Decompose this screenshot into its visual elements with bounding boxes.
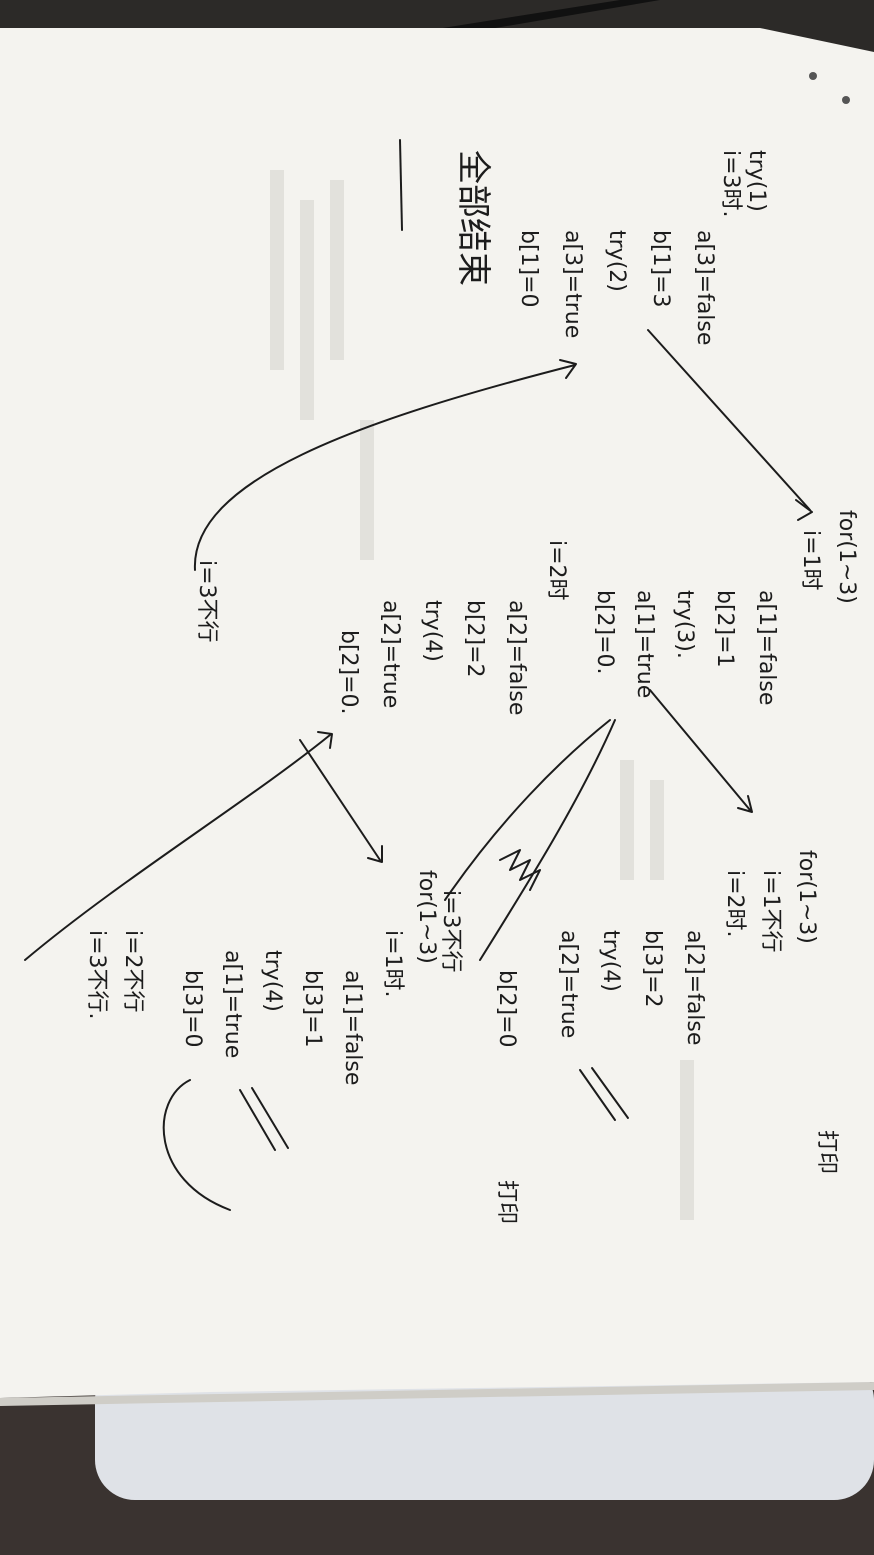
double-arrow-print-col4 xyxy=(239,1087,289,1151)
col4-line7: b[3]=0 xyxy=(180,970,205,1048)
arrow-zigzag xyxy=(499,849,541,891)
punch-hole xyxy=(842,96,850,104)
col2-line5: try(3). xyxy=(672,590,697,659)
col1-line4: b[1]=3 xyxy=(648,230,673,308)
arrow-back-to-col2-a xyxy=(444,719,611,901)
col3-line6: try(4) xyxy=(598,930,623,992)
col4-print: 打印 xyxy=(494,1180,519,1224)
arrow-head xyxy=(367,845,383,863)
punch-hole xyxy=(809,72,817,80)
col2-line13: b[2]=0. xyxy=(336,630,361,715)
col2-line8: i=2时 xyxy=(544,540,569,601)
col4-line1: for(1~3) xyxy=(414,870,439,964)
arrow-back-to-col2-b xyxy=(479,719,616,961)
col2-line9: a[2]=false xyxy=(504,600,529,715)
col2-line7: b[2]=0. xyxy=(592,590,617,675)
arrow-try3-to-for xyxy=(649,689,751,811)
col3-line5: b[3]=2 xyxy=(640,930,665,1008)
arrow-try4-to-for xyxy=(299,739,381,861)
col4-line4: b[3]=1 xyxy=(300,970,325,1048)
col2-line12: a[2]=true xyxy=(378,600,403,708)
arrow-head xyxy=(795,499,813,521)
col1-line1: try(1) xyxy=(744,150,769,212)
arrow-head xyxy=(317,731,333,749)
bleed-through-text xyxy=(270,170,694,1220)
col3-print: 打印 xyxy=(814,1130,839,1174)
col4-line6: a[1]=true xyxy=(220,950,245,1058)
col4-line5: try(4) xyxy=(260,950,285,1012)
arrow-try2-to-for xyxy=(647,329,811,511)
col3-side-note: i=3不行 xyxy=(438,890,463,973)
paper-sheet xyxy=(0,28,874,1398)
double-arrow-print-col3 xyxy=(579,1067,629,1121)
col1-line2: i=3时. xyxy=(718,150,743,218)
divider-stroke xyxy=(399,139,403,231)
col4-line2: i=1时. xyxy=(380,930,405,998)
col4-line8: i=2不行 xyxy=(120,930,145,1013)
col1-line7: b[1]=0 xyxy=(516,230,541,308)
col2-line2: i=1时 xyxy=(798,530,823,591)
pen xyxy=(430,0,660,34)
arrow-head xyxy=(737,795,753,813)
col4-line9: i=3不行. xyxy=(84,930,109,1020)
col3-line8: b[2]=0 xyxy=(494,970,519,1048)
col3-line2: i=1不行 xyxy=(758,870,783,953)
col2-line4: b[2]=1 xyxy=(712,590,737,668)
col1-line6: a[3]=true xyxy=(560,230,585,338)
col2-line11: try(4) xyxy=(420,600,445,662)
col2-line1: for(1~3) xyxy=(834,510,859,604)
col2-line3: a[1]=false xyxy=(754,590,779,705)
col2-side-note: i=3不行 xyxy=(194,560,219,643)
bracket-curve-col4 xyxy=(162,1079,231,1211)
arrow-back-to-col2-c xyxy=(24,734,331,961)
col2-line6: a[1]=true xyxy=(632,590,657,698)
col3-line7: a[2]=true xyxy=(556,930,581,1038)
col1-line3: a[3]=false xyxy=(692,230,717,345)
col3-line4: a[2]=false xyxy=(682,930,707,1045)
col3-line3: i=2时. xyxy=(722,870,747,938)
col2-line10: b[2]=2 xyxy=(462,600,487,678)
paper-shadow-edge xyxy=(0,1382,874,1406)
col1-line5: try(2) xyxy=(604,230,629,292)
arrow-back-to-col1 xyxy=(193,364,576,571)
arrow-head xyxy=(559,359,577,379)
col1-side-note: 全部结束 xyxy=(453,150,493,286)
col4-line3: a[1]=false xyxy=(340,970,365,1085)
col3-line1: for(1~3) xyxy=(794,850,819,944)
